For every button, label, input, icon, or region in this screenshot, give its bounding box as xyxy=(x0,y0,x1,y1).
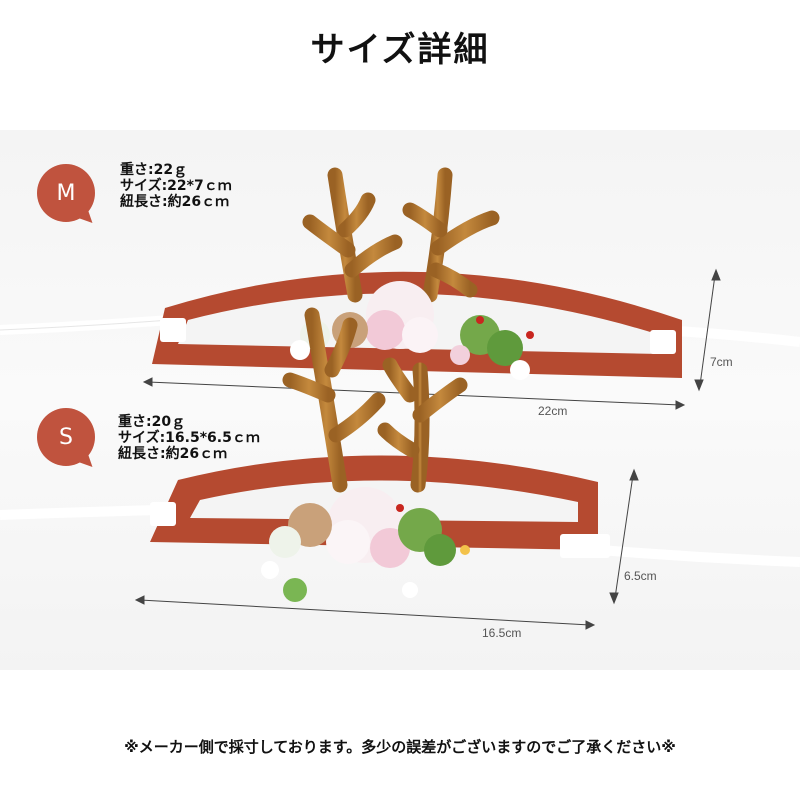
width-label-s: 16.5cm xyxy=(482,626,522,640)
size-text: サイズ:16.5*6.5ｃｍ xyxy=(118,430,260,446)
size-badge-s: S xyxy=(37,408,95,466)
spec-block-s: 重さ:20ｇ サイズ:16.5*6.5ｃｍ 紐長さ:約26ｃｍ xyxy=(118,414,260,462)
size-badge-m: M xyxy=(37,164,95,222)
string-length-text: 紐長さ:約26ｃｍ xyxy=(118,446,228,462)
measurement-note: ※メーカー側で採寸しております。多少の誤差がございますのでご了承ください※ xyxy=(124,738,676,756)
width-label-m: 22cm xyxy=(538,404,568,418)
weight-text: 重さ:20ｇ xyxy=(118,414,186,430)
height-label-s: 6.5cm xyxy=(624,569,657,583)
size-text: サイズ:22*7ｃｍ xyxy=(120,178,232,194)
spec-block-m: 重さ:22ｇ サイズ:22*7ｃｍ 紐長さ:約26ｃｍ xyxy=(120,162,232,210)
headband-illustration xyxy=(0,167,800,630)
product-photo: M 重さ:22ｇ サイズ:22*7ｃｍ 紐長さ:約26ｃｍ 22cm 7cm S… xyxy=(0,130,800,670)
page-title: サイズ詳細 xyxy=(310,30,490,70)
weight-text: 重さ:22ｇ xyxy=(120,162,188,178)
height-label-m: 7cm xyxy=(710,355,733,369)
string-length-text: 紐長さ:約26ｃｍ xyxy=(120,194,230,210)
headband-s xyxy=(0,307,800,602)
dimension-lines-s xyxy=(134,468,639,630)
